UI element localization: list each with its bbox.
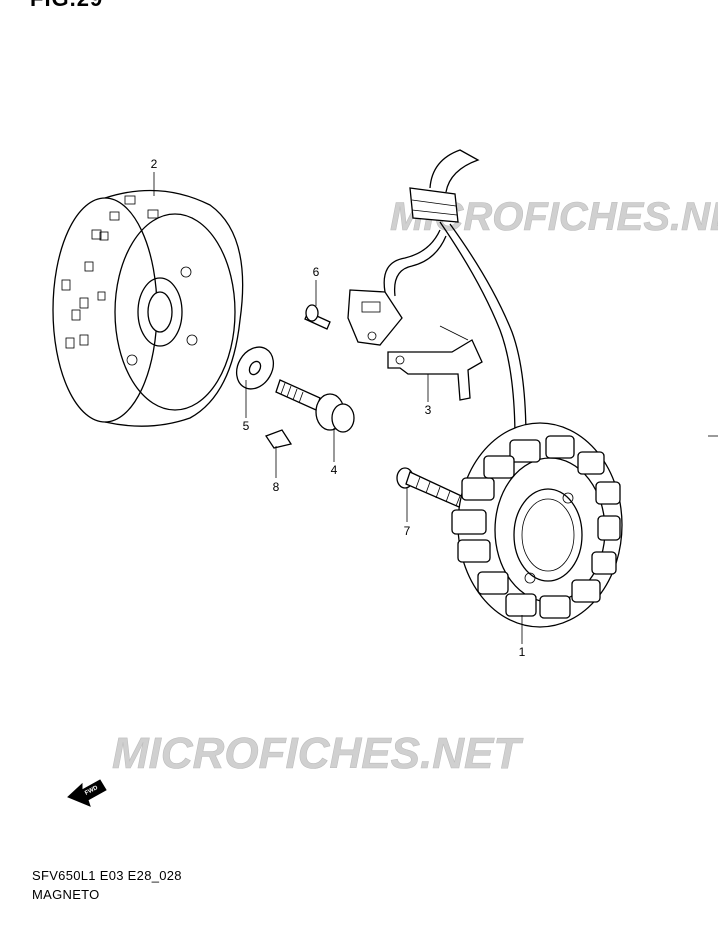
callout-3: 3 — [425, 403, 432, 417]
part-rotor-bolt — [275, 379, 355, 433]
part-stator — [451, 422, 623, 628]
callout-2: 2 — [151, 157, 158, 171]
wire-harness — [439, 221, 527, 441]
part-rotor — [52, 189, 244, 427]
part-pickup-coil — [347, 229, 447, 346]
callout-7: 7 — [404, 524, 411, 538]
fwd-arrow-icon: FWD — [67, 779, 107, 807]
part-stator-bolt — [396, 467, 471, 511]
callout-6: 6 — [313, 265, 320, 279]
figure-title: FIG.29 — [30, 0, 103, 12]
section-name: MAGNETO — [32, 887, 100, 902]
watermark-bottom: MICROFICHES.NET — [112, 729, 524, 779]
svg-text:MICROFICHES.NET: MICROFICHES.NET — [112, 729, 523, 778]
part-key — [265, 429, 293, 449]
leader-lines — [153, 172, 523, 644]
callout-1: 1 — [519, 645, 526, 659]
model-code: SFV650L1 E03 E28_028 — [32, 868, 182, 883]
part-screw-6 — [304, 304, 331, 330]
part-grommet — [409, 149, 480, 223]
part-bracket — [387, 325, 483, 401]
watermark-top: MICROFICHES.NET — [390, 195, 718, 240]
svg-text:MICROFICHES.NET: MICROFICHES.NET — [390, 195, 718, 239]
callout-4: 4 — [331, 463, 338, 477]
callout-5: 5 — [243, 419, 250, 433]
part-washer — [235, 346, 275, 390]
callout-8: 8 — [273, 480, 280, 494]
